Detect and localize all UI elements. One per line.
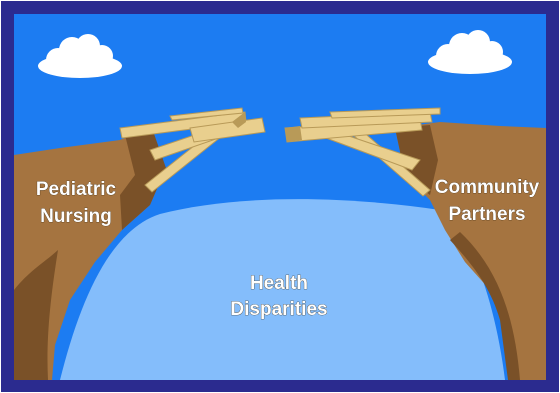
right-cliff-label-line1: Community <box>435 177 540 198</box>
gap-label-line2: Disparities <box>230 299 327 320</box>
left-cliff-label-line2: Nursing <box>40 206 112 227</box>
bridge-left-half <box>119 107 266 193</box>
left-cliff-label-line1: Pediatric <box>36 179 117 200</box>
chasm <box>60 199 505 380</box>
cloud-left <box>38 34 122 78</box>
gap-label-line1: Health <box>250 273 308 294</box>
cloud-right <box>428 30 512 74</box>
right-cliff-label-line2: Partners <box>448 204 525 225</box>
bridge-right-half <box>284 107 441 197</box>
